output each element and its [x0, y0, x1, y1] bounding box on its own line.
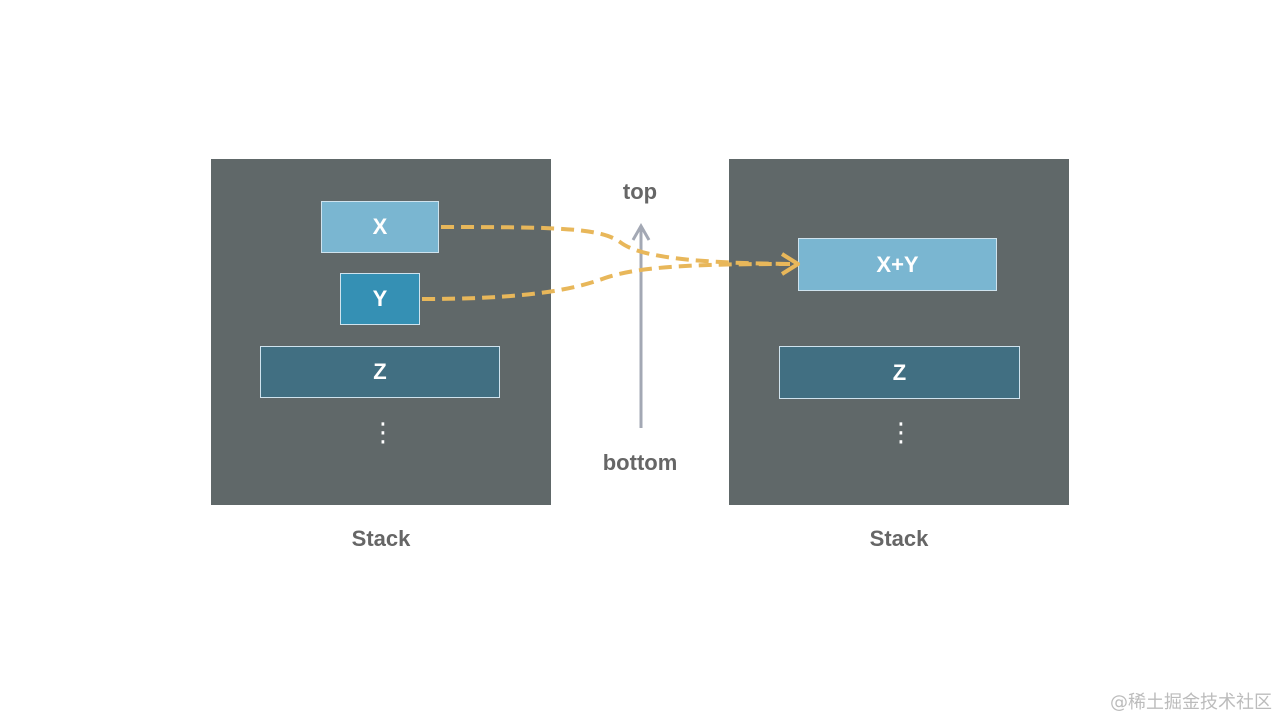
right-stack-item-x-plus-y: X+Y	[798, 238, 997, 291]
right-stack-ellipsis: ⋮	[888, 417, 914, 447]
left-stack-ellipsis: ⋮	[370, 417, 396, 447]
watermark: @稀土掘金技术社区	[1110, 692, 1272, 713]
axis-bottom-label: bottom	[602, 450, 678, 475]
axis-arrow-head	[631, 222, 651, 241]
right-stack-item-z: Z	[779, 346, 1020, 399]
left-stack-container: X Y Z ⋮	[211, 159, 551, 505]
left-stack-item-z: Z	[260, 346, 500, 398]
left-stack-item-x: X	[321, 201, 439, 253]
left-stack-caption: Stack	[351, 526, 411, 551]
left-stack-item-y: Y	[340, 273, 420, 325]
right-stack-container: X+Y Z ⋮	[729, 159, 1069, 505]
right-stack-caption: Stack	[869, 526, 929, 551]
axis-top-label: top	[622, 179, 658, 204]
